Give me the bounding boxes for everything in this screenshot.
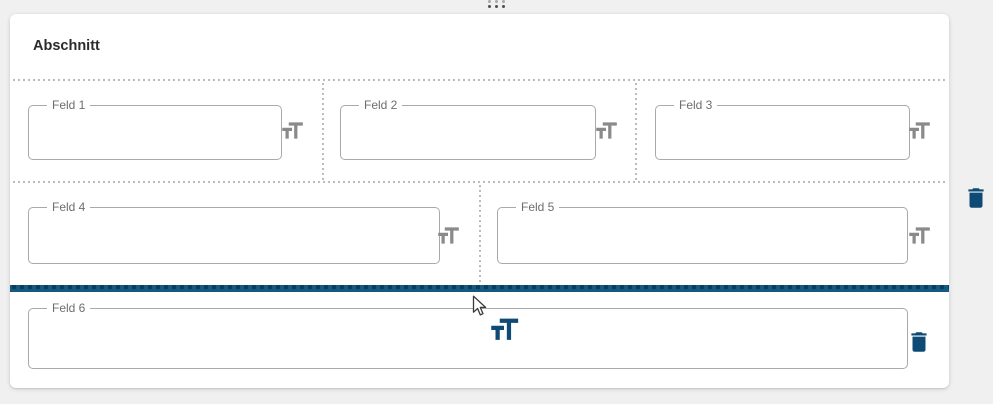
field-label: Feld 4: [52, 200, 86, 214]
drop-indicator-bar: [10, 285, 949, 292]
format-size-icon[interactable]: [279, 118, 305, 144]
field-input-feld-6[interactable]: [37, 315, 899, 341]
format-size-icon[interactable]: [593, 118, 619, 144]
cell-divider: [479, 185, 481, 283]
row-divider: [13, 181, 945, 183]
field-feld-6: Feld 6: [28, 302, 908, 369]
field-label: Feld 5: [521, 200, 555, 214]
section-card: Abschnitt Feld 1 Feld 2 Feld 3: [10, 14, 949, 388]
field-label: Feld 3: [679, 98, 713, 112]
field-input-feld-1[interactable]: [37, 112, 273, 138]
section-title: Abschnitt: [33, 38, 100, 54]
field-input-feld-5[interactable]: [506, 214, 899, 240]
field-feld-3: Feld 3: [655, 99, 910, 160]
field-input-feld-3[interactable]: [664, 112, 901, 138]
row-divider: [13, 79, 945, 81]
field-label: Feld 1: [52, 98, 86, 112]
field-feld-4: Feld 4: [28, 201, 440, 264]
cell-divider: [322, 83, 324, 180]
field-input-feld-4[interactable]: [37, 214, 431, 240]
field-feld-2: Feld 2: [340, 99, 596, 160]
trash-icon[interactable]: [906, 329, 932, 355]
field-feld-5: Feld 5: [497, 201, 908, 264]
field-label: Feld 6: [52, 301, 86, 315]
section-trash-icon[interactable]: [962, 185, 990, 213]
field-input-feld-2[interactable]: [349, 112, 587, 138]
field-feld-1: Feld 1: [28, 99, 282, 160]
field-label: Feld 2: [364, 98, 398, 112]
format-size-icon[interactable]: [435, 223, 461, 249]
cell-divider: [635, 83, 637, 180]
format-size-icon[interactable]: [906, 223, 932, 249]
section-drag-handle-icon[interactable]: [488, 0, 506, 10]
format-size-icon[interactable]: [906, 118, 932, 144]
